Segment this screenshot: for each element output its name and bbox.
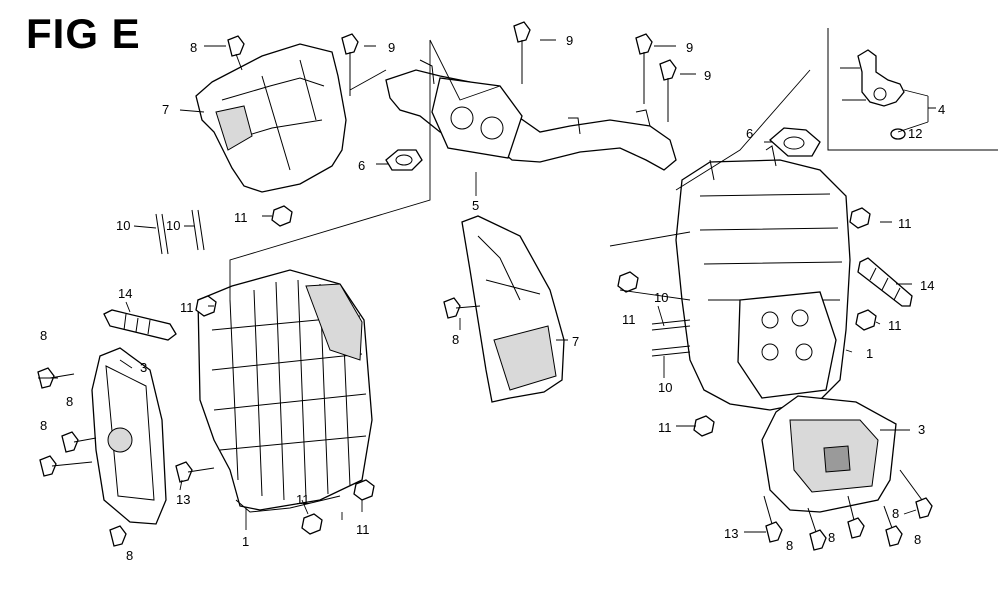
- callout-9: 9: [704, 68, 711, 83]
- callout-11: 11: [898, 216, 912, 231]
- callout-7: 7: [162, 102, 169, 117]
- callout-11: 11: [888, 318, 902, 333]
- callout-9: 9: [566, 33, 573, 48]
- callout-3: 3: [140, 360, 147, 375]
- callout-8: 8: [40, 328, 47, 343]
- callout-8: 8: [40, 418, 47, 433]
- callout-11: 11: [658, 420, 672, 435]
- callout-13: 13: [176, 492, 190, 507]
- callout-8: 8: [126, 548, 133, 563]
- callout-9: 9: [686, 40, 693, 55]
- callout-5: 5: [472, 198, 479, 213]
- callout-10: 10: [658, 380, 672, 395]
- callout-8: 8: [914, 532, 921, 547]
- callout-11: 11: [296, 492, 310, 507]
- head-cover-right: [761, 395, 897, 513]
- callout-1: 1: [866, 346, 873, 361]
- callout-10: 10: [116, 218, 130, 233]
- callout-8: 8: [828, 530, 835, 545]
- callout-6: 6: [746, 126, 753, 141]
- callout-3: 3: [918, 422, 925, 437]
- callout-10: 10: [654, 290, 668, 305]
- spark-plug-right: [857, 257, 913, 307]
- hardware: [37, 21, 933, 551]
- cylinder-left: [197, 269, 373, 513]
- callout-14: 14: [118, 286, 132, 301]
- intake-manifold: [385, 59, 677, 171]
- callout-8: 8: [786, 538, 793, 553]
- gasket-right: [769, 127, 821, 157]
- callout-9: 9: [388, 40, 395, 55]
- callout-1: 1: [242, 534, 249, 549]
- callout-14: 14: [920, 278, 934, 293]
- callout-13: 13: [724, 526, 738, 541]
- gasket-left: [385, 149, 423, 171]
- callout-11: 11: [356, 522, 370, 537]
- shroud-center: [461, 215, 565, 403]
- spark-plug-left: [103, 309, 177, 341]
- inset-part-4: [827, 28, 998, 151]
- callout-11: 11: [180, 300, 194, 315]
- callout-8: 8: [892, 506, 899, 521]
- callout-11: 11: [234, 210, 248, 225]
- shroud-left: [195, 43, 347, 193]
- cylinder-head-right: [675, 145, 851, 411]
- callout-10: 10: [166, 218, 180, 233]
- callout-8: 8: [66, 394, 73, 409]
- callout-11: 11: [622, 312, 636, 327]
- leader-lines: [38, 39, 917, 533]
- figure-title: FIG E: [26, 10, 141, 57]
- callout-7: 7: [572, 334, 579, 349]
- head-cover-left: [91, 347, 167, 525]
- callout-6: 6: [358, 158, 365, 173]
- callout-8: 8: [190, 40, 197, 55]
- callout-labels: 8 9 9 9 9 7 6 5 6 4 12 11 10 10 11 14 8 …: [40, 33, 945, 563]
- callout-8: 8: [452, 332, 459, 347]
- callout-12: 12: [908, 126, 922, 141]
- callout-4: 4: [938, 102, 945, 117]
